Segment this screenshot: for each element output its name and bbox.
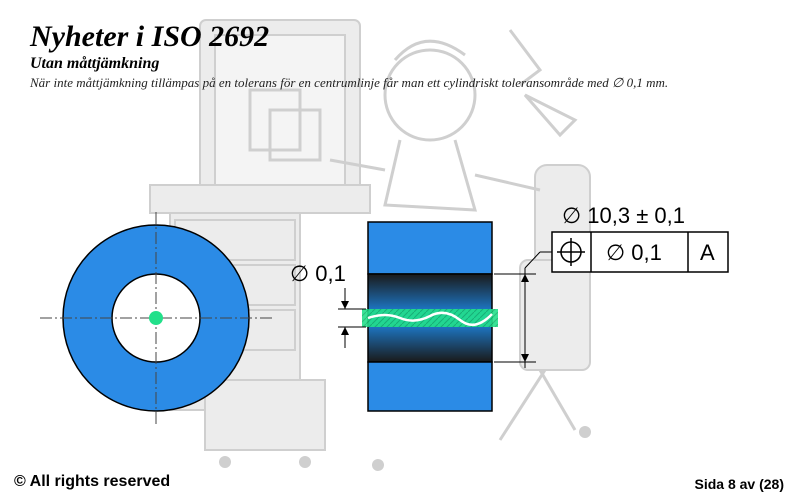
section-view (362, 221, 498, 412)
fcf-datum-reference: A (700, 240, 715, 265)
page-indicator: Sida 8 av (28) (694, 476, 785, 492)
actual-centerline (367, 311, 493, 327)
end-view-tolerance-zone (149, 311, 163, 325)
zone-dimension-label: ∅ 0,1 (290, 261, 346, 286)
slide-description: När inte måttjämkning tillämpas på en to… (30, 75, 669, 90)
copyright-notice: © All rights reserved (14, 473, 171, 490)
section-lower-wall (367, 361, 493, 412)
end-view (40, 212, 272, 424)
bore-diameter-label: ∅ 10,3 ± 0,1 (562, 203, 685, 228)
slide-subtitle: Utan måttjämkning (30, 55, 160, 72)
zone-dimension: ∅ 0,1 (290, 261, 366, 348)
fcf-tolerance-value: ∅ 0,1 (606, 240, 662, 265)
slide-title: Nyheter i ISO 2692 (30, 20, 270, 53)
bore-diameter-dimension: ∅ 10,3 ± 0,1 (494, 203, 685, 368)
section-upper-wall (367, 221, 493, 275)
position-tolerance-icon (557, 238, 585, 266)
feature-control-frame: ∅ 0,1 A (551, 231, 729, 273)
